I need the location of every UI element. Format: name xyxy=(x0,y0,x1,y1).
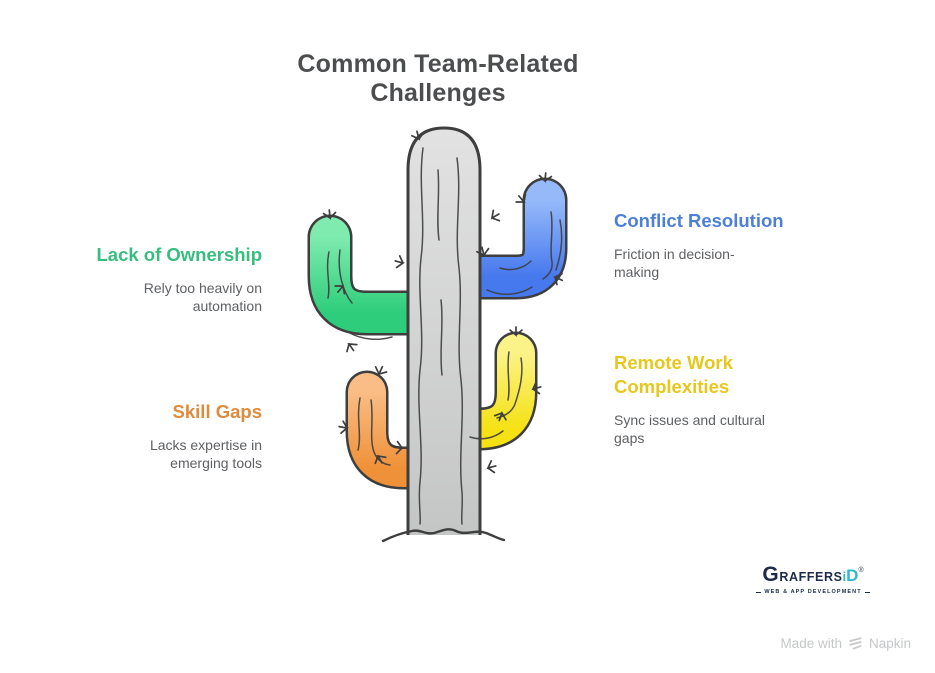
section-body: Rely too heavily on automation xyxy=(42,279,262,315)
spine-icon xyxy=(392,254,406,270)
napkin-watermark: Made with Napkin xyxy=(780,636,911,651)
section-remote-work-complexities: Remote Work Complexities Sync issues and… xyxy=(614,351,809,447)
section-body-line: Sync issues and cultural xyxy=(614,412,765,428)
watermark-brand: Napkin xyxy=(868,636,911,651)
section-heading-line: Remote Work xyxy=(614,352,733,373)
logo-wordmark: GraffersiD® xyxy=(756,560,870,588)
section-body: Sync issues and cultural gaps xyxy=(614,411,809,447)
cactus-illustration-icon xyxy=(307,126,568,543)
section-body-line: Lacks expertise in xyxy=(149,437,262,453)
section-body: Lacks expertise in emerging tools xyxy=(42,436,262,472)
section-heading: Skill Gaps xyxy=(172,401,262,422)
section-heading: Lack of Ownership xyxy=(96,244,262,265)
page-title: Common Team-Related Challenges xyxy=(297,50,579,107)
section-body-line: Rely too heavily on xyxy=(143,280,262,296)
logo-tagline: WEB & APP DEVELOPMENT xyxy=(756,589,870,595)
cactus-arm-blue xyxy=(439,177,568,300)
section-body-line: automation xyxy=(192,298,262,314)
section-body-line: emerging tools xyxy=(170,455,262,471)
spine-icon xyxy=(485,459,499,475)
graffersid-logo: GraffersiD® WEB & APP DEVELOPMENT xyxy=(756,560,870,595)
logo-text-graffers: Graffers xyxy=(762,563,843,586)
ground-line xyxy=(381,528,506,543)
logo-text-id: iD xyxy=(842,566,859,585)
section-heading: Conflict Resolution xyxy=(614,210,784,231)
spine-icon xyxy=(343,339,360,355)
section-body: Friction in decision- making xyxy=(614,245,804,281)
napkin-icon xyxy=(849,637,862,650)
section-skill-gaps: Skill Gaps Lacks expertise in emerging t… xyxy=(42,400,262,472)
section-body-line: Friction in decision- xyxy=(614,246,735,262)
section-lack-of-ownership: Lack of Ownership Rely too heavily on au… xyxy=(42,243,262,315)
section-heading: Remote Work Complexities xyxy=(614,351,809,399)
cactus-arm-green xyxy=(307,214,453,336)
section-heading-line: Complexities xyxy=(614,376,730,397)
spine-icon xyxy=(488,207,503,225)
section-body-line: gaps xyxy=(614,430,645,446)
cactus-trunk xyxy=(406,126,482,535)
registered-mark: ® xyxy=(858,567,864,574)
section-conflict-resolution: Conflict Resolution Friction in decision… xyxy=(614,209,804,281)
watermark-prefix: Made with xyxy=(780,636,842,651)
section-body-line: making xyxy=(614,264,660,280)
